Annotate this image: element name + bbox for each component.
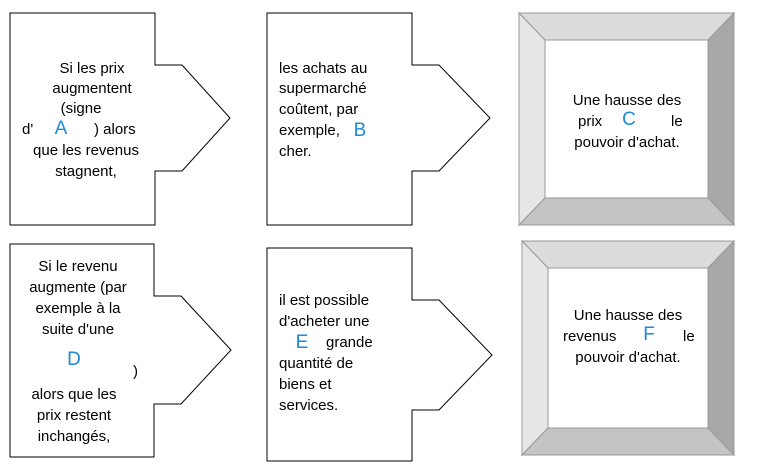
blank-F[interactable]: F [643,324,655,345]
beveled-frame-row2 [520,239,736,457]
r2b3-line1: Une hausse des [573,307,683,324]
arrow-box-row1-step2 [266,12,491,226]
blank-C[interactable]: C [622,109,636,130]
r2b2-line1: il est possible [279,292,370,309]
blank-A[interactable]: A [54,118,68,139]
r2b1-line2: augmente (par [29,279,127,296]
r2b1-line5: ) [133,363,138,380]
r1b1-line4: d' [22,121,34,138]
r1b1-line3: (signe [60,100,102,117]
r1b2-line1: les achats au [279,60,368,77]
r2b1-line8: inchangés, [37,428,111,445]
r2b2-line4: quantité de [279,355,354,372]
r2b2-line3: grande [326,334,373,351]
r2b1-line3: exemple à la [35,300,121,317]
arrow-box-row2-step2 [266,247,493,462]
blank-E[interactable]: E [295,332,309,353]
r1b3-line2: prix [578,113,603,130]
beveled-frame-row1 [517,11,736,227]
r1b1-line2: augmentent [52,80,132,97]
r1b2-line3: coûtent, par [279,101,359,118]
r2b2-line2: d'acheter une [279,313,370,330]
r2b3-line2b: le [683,328,695,345]
r1b3-line2b: le [671,113,683,130]
r2b1-line4: suite d'une [41,321,115,338]
r2b1-line6: alors que les [31,386,117,403]
r1b1-line5: que les revenus [33,142,139,159]
r1b3-line1: Une hausse des [572,92,682,109]
r2b3-line2: revenus [563,328,617,345]
blank-B[interactable]: B [353,120,367,141]
r1b1-line1: Si les prix [59,60,125,77]
r2b1-line7: prix restent [36,407,112,424]
r1b1-line4b: ) alors [94,121,136,138]
arrow-box-row2-step1 [9,243,232,458]
r1b3-line3: pouvoir d'achat. [574,134,680,151]
r2b2-line5: biens et [279,376,332,393]
r1b2-line4: exemple, [279,122,340,139]
r1b2-line5: cher. [279,143,312,160]
r2b1-line1: Si le revenu [38,258,118,275]
r1b2-line2: supermarché [279,80,367,97]
r1b1-line6: stagnent, [55,163,117,180]
r2b2-line6: services. [279,397,339,414]
arrow-box-row1-step1 [9,12,231,226]
blank-D[interactable]: D [67,349,81,370]
r2b3-line3: pouvoir d'achat. [575,349,681,366]
